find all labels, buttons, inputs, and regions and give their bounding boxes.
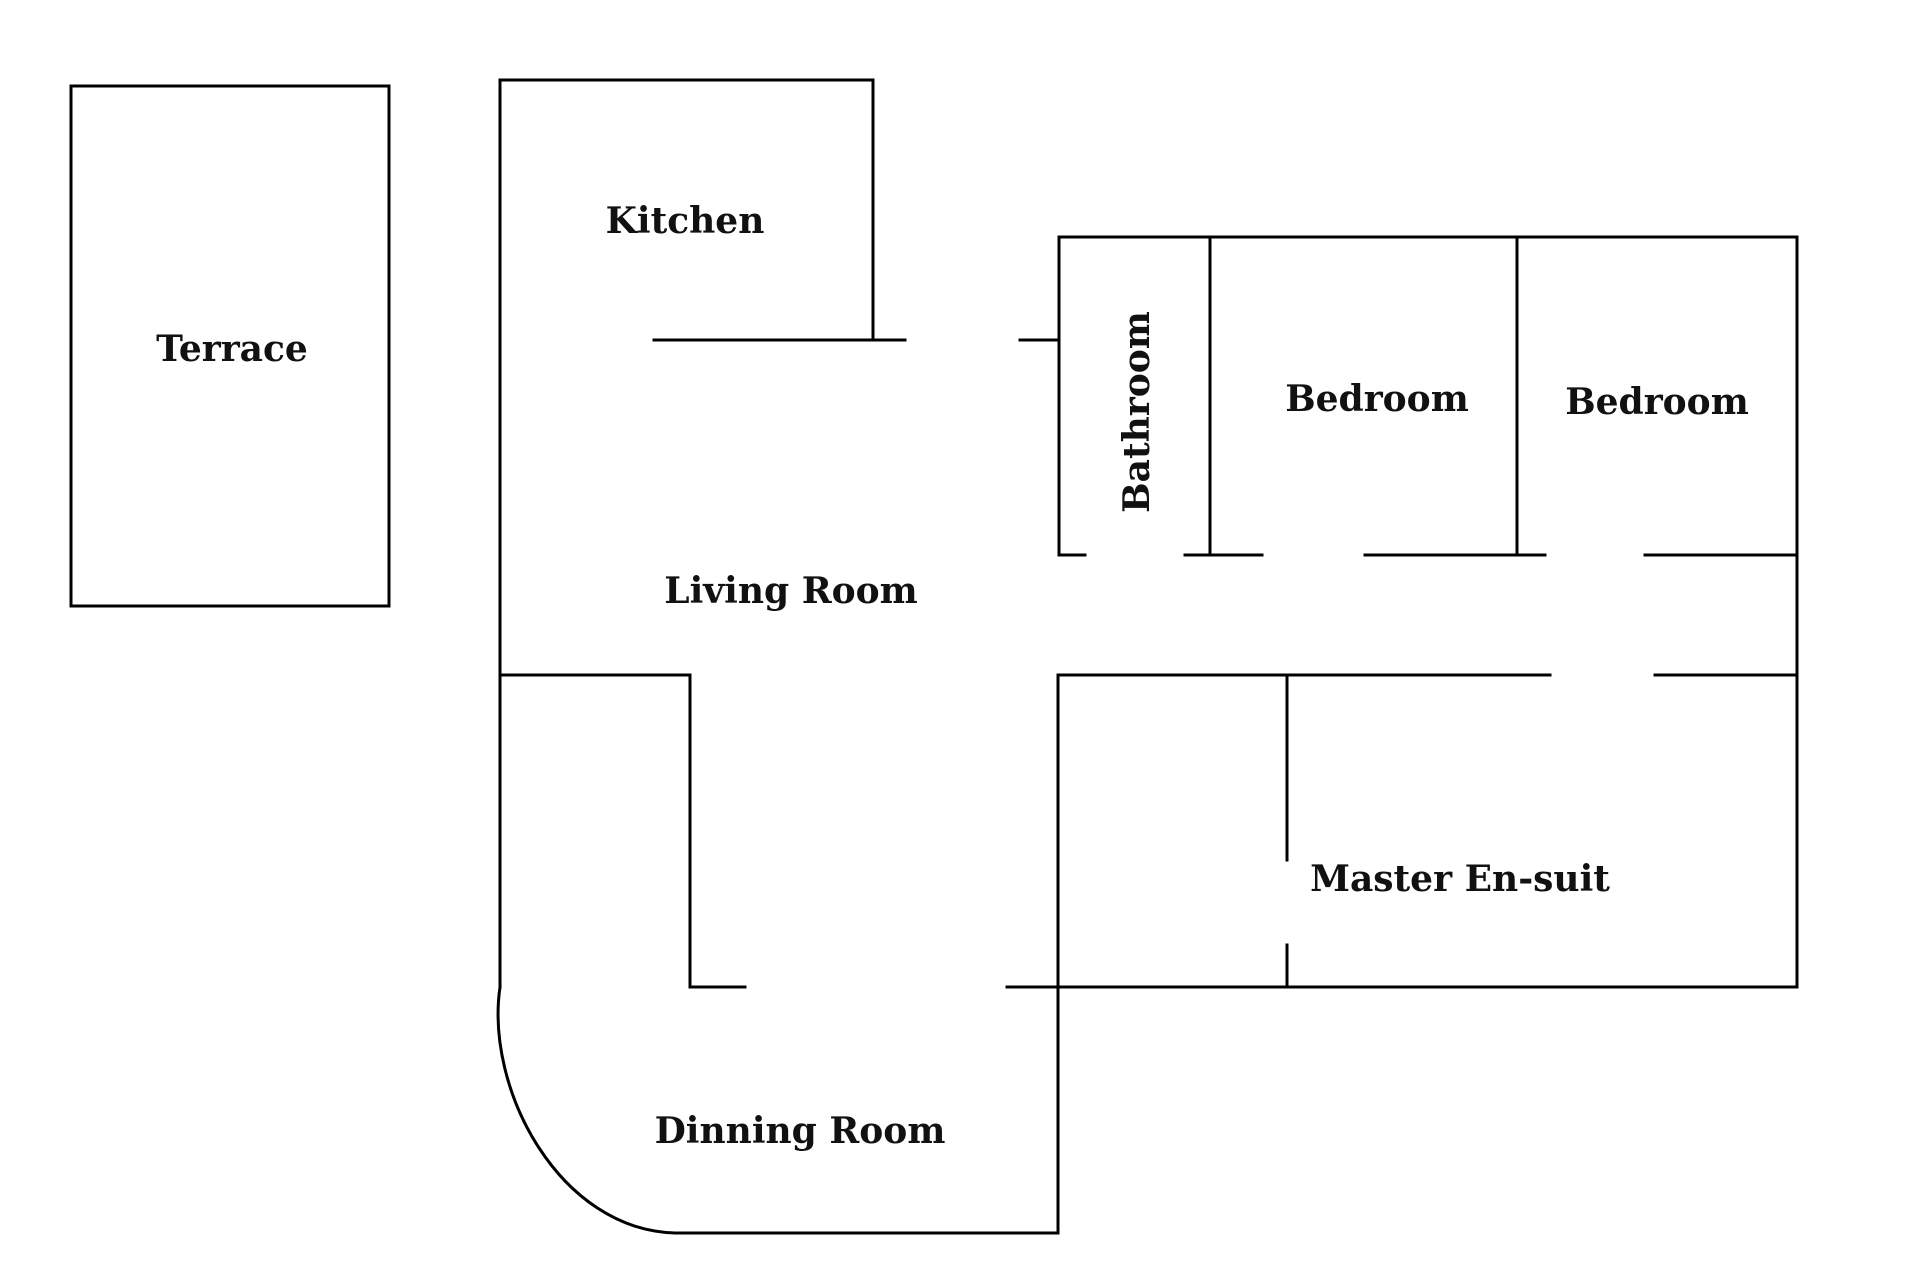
dining-curved-wall (496, 985, 677, 1235)
master-ensuite-label: Master En-suit (1310, 858, 1610, 900)
bedroom-1-label: Bedroom (1285, 378, 1469, 420)
bathroom-label: Bathroom (1116, 311, 1158, 513)
corridor-wall (498, 673, 747, 989)
terrace-label: Terrace (156, 328, 308, 370)
terrace-outline (69, 84, 391, 608)
kitchen-wall (498, 78, 875, 342)
bedroom-2-label: Bedroom (1565, 381, 1749, 423)
living-room-label: Living Room (664, 570, 918, 612)
dining-room-label: Dinning Room (655, 1110, 946, 1152)
kitchen-label: Kitchen (606, 200, 765, 242)
